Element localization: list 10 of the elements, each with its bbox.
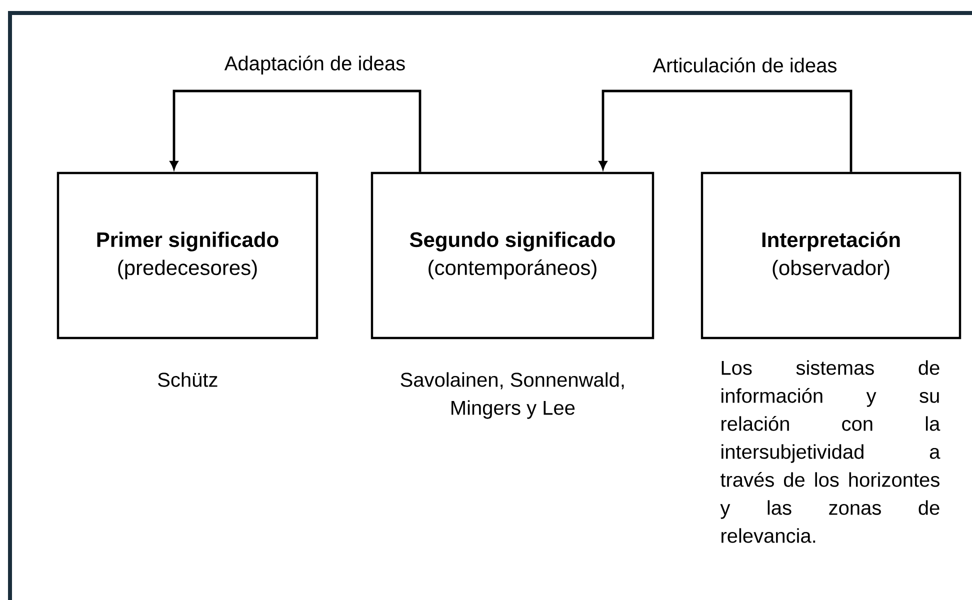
text-box: Segundo significado (contemporáneos): [370, 172, 654, 340]
text-box: Interpretación (observador): [700, 172, 962, 340]
edge-label: Adaptación de ideas: [223, 54, 407, 76]
arrow: [170, 90, 422, 172]
edge-label: Articulación de ideas: [652, 56, 838, 74]
arrow: [599, 90, 852, 172]
text-box: Primer significado (predecesores): [56, 172, 318, 340]
note-text: Schütz: [158, 372, 218, 387]
note-text: Savolainen, Sonnenwald, Mingers y Lee: [400, 372, 624, 419]
note-text: Los sistemas de información y su relación con la intersubjetividad a través de los horizontes y las zonas de relevancia.: [720, 360, 940, 543]
